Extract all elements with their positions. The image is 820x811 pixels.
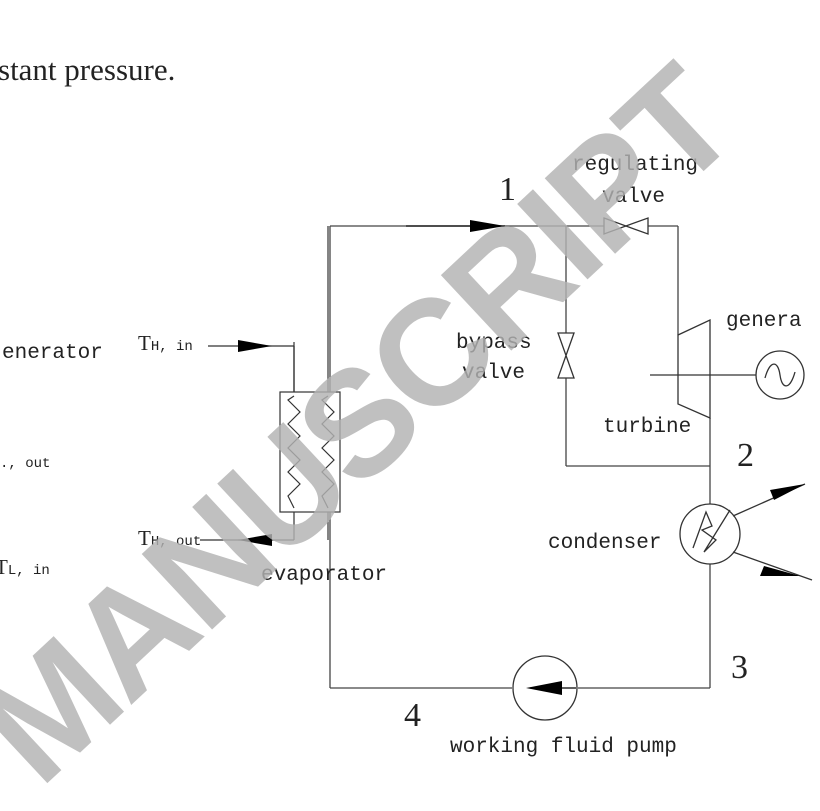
th-out-sub: H, out bbox=[151, 534, 201, 550]
header-text: stant pressure. bbox=[0, 52, 175, 87]
tl-in-main: T bbox=[0, 555, 8, 579]
bypass-valve-label-2: valve bbox=[462, 362, 525, 385]
state-point-3: 3 bbox=[731, 649, 748, 686]
state-point-2: 2 bbox=[737, 437, 754, 474]
condenser-cooling-lines bbox=[732, 483, 813, 581]
evaporator-label: evaporator bbox=[261, 564, 387, 587]
th-out-main: T bbox=[138, 526, 151, 550]
turbine-label: turbine bbox=[603, 416, 691, 439]
flow-arrowhead-1 bbox=[470, 220, 505, 232]
turbine-icon bbox=[650, 318, 756, 419]
evaporator-icon bbox=[279, 226, 341, 540]
generator-icon bbox=[755, 350, 805, 400]
bypass-valve-label-1: bypass bbox=[456, 332, 532, 355]
condenser-arrowhead-in bbox=[770, 484, 805, 500]
regulating-valve-icon bbox=[603, 217, 649, 235]
bypass-valve-icon bbox=[557, 332, 575, 379]
th-in-sub: H, in bbox=[151, 339, 193, 355]
th-out-label: TH, out bbox=[138, 526, 201, 550]
regulating-valve-label-2: valve bbox=[602, 186, 665, 209]
state-point-4: 4 bbox=[404, 697, 421, 734]
left-generator-label: enerator bbox=[2, 342, 103, 365]
th-in-arrowhead bbox=[238, 340, 272, 352]
tl-in-sub: L, in bbox=[8, 563, 50, 579]
tl-in-label: TL, in bbox=[0, 555, 50, 579]
condenser-icon bbox=[679, 503, 741, 565]
th-in-main: T bbox=[138, 331, 151, 355]
generator-label: genera bbox=[726, 310, 802, 333]
th-in-label: TH, in bbox=[138, 331, 193, 355]
pump-label: working fluid pump bbox=[450, 736, 677, 759]
pump-arrowhead bbox=[526, 681, 562, 695]
th-out-arrowhead bbox=[238, 534, 272, 546]
tl-out-label: ., out bbox=[0, 456, 50, 472]
condenser-arrowhead-out bbox=[760, 566, 800, 576]
regulating-valve-label-1: regulating bbox=[572, 154, 698, 177]
condenser-label: condenser bbox=[548, 532, 661, 555]
state-point-1: 1 bbox=[499, 171, 516, 208]
